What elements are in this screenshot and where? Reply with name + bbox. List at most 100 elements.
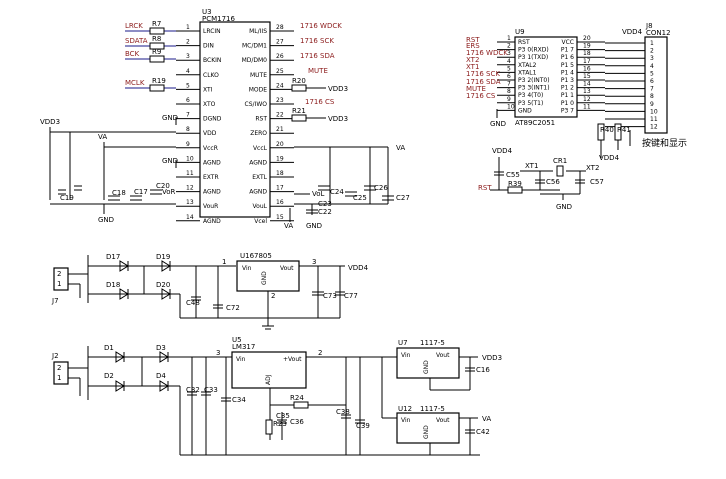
- cap-c77: C77: [344, 292, 358, 300]
- u3-pin-num-7: 7: [186, 112, 190, 119]
- ps2-reg3-ref: U12: [398, 405, 412, 413]
- u9-net-5: 1716 SCK: [466, 70, 500, 78]
- cap-c39: C39: [356, 422, 370, 430]
- u9-pin-num-6: 6: [507, 73, 511, 80]
- u9-pin-num-20: 20: [583, 35, 591, 42]
- res-r9: R9: [152, 48, 161, 56]
- u9-pin-num-2: 2: [507, 43, 511, 50]
- u3-pin-name-8: VDD: [203, 130, 217, 137]
- osc-cr1: CR1: [553, 157, 567, 165]
- u3-pin-name-22: RST: [255, 116, 267, 123]
- u9-pin-num-19: 19: [583, 43, 591, 50]
- res-r20: R20: [292, 77, 306, 85]
- osc-xt1: XT1: [525, 162, 538, 170]
- u9-pin-num-13: 13: [583, 88, 591, 95]
- u3-pin-name-20: VccL: [253, 145, 268, 152]
- j8-pin-5: 5: [650, 70, 654, 77]
- analog-gnd-left: GND: [98, 216, 114, 224]
- u9-pin-num-3: 3: [507, 50, 511, 57]
- u3-pin-name-27: MC/DM1: [242, 43, 267, 50]
- j8-pin-4: 4: [650, 63, 654, 70]
- cap-c72: C72: [226, 304, 240, 312]
- ps1-out: VDD4: [348, 264, 369, 272]
- u9-pin-num-5: 5: [507, 65, 511, 72]
- res-r7: R7: [152, 20, 161, 28]
- j8-pin-9: 9: [650, 101, 654, 108]
- u3-pin-num-26: 26: [276, 53, 284, 60]
- u3-pin-name-3: BCKIN: [203, 57, 221, 64]
- cap-c22: C22: [318, 208, 332, 216]
- j8-pin-6: 6: [650, 78, 654, 85]
- u3-pin-name-1: LRCIN: [203, 28, 221, 35]
- u3-pin-num-12: 12: [186, 185, 194, 192]
- cap-c34: C34: [232, 396, 246, 404]
- ps2-reg-adj: ADJ: [265, 374, 272, 385]
- u9-net-7: MUTE: [466, 85, 486, 93]
- osc-vdd4: VDD4: [599, 154, 620, 162]
- cap-c36: C36: [290, 418, 304, 426]
- diode-d18: D18: [106, 281, 120, 289]
- u3-rst-vdd3: VDD3: [328, 115, 348, 123]
- diode-d1: D1: [104, 344, 114, 352]
- ps2-out-vdd3: VDD3: [482, 354, 502, 362]
- diode-d3: D3: [156, 344, 166, 352]
- ps1-pin1: 1: [222, 258, 226, 266]
- analog-vol: VoL: [312, 190, 325, 198]
- ps2-reg2-ref: U7: [398, 339, 408, 347]
- u9-pin-name-17: P1 5: [561, 62, 574, 69]
- diode-d4: D4: [156, 372, 166, 380]
- ps1-reg-gnd: GND: [261, 271, 268, 285]
- u3-analog-network: VDD3 VA C19 C18 C17 C20 VoR GND VA VoL C…: [40, 118, 410, 230]
- u3-pin-num-4: 4: [186, 68, 190, 75]
- u3-pin-num-3: 3: [186, 53, 190, 60]
- u3-pin-name-11: EXTR: [203, 174, 219, 181]
- u3-pin-name-18: EXTL: [252, 174, 267, 181]
- u3-left-pins: 1LRCIN2DIN3BCKIN4CLKO5XTI6XTO7DGND8VDD9V…: [176, 24, 222, 225]
- u3-pin-name-16: VouL: [253, 203, 268, 210]
- cap-c57: C57: [590, 178, 604, 186]
- u9-pin-num-11: 11: [583, 103, 591, 110]
- u3-pin-num-2: 2: [186, 39, 190, 46]
- u9-pin-name-18: P1 6: [561, 54, 574, 61]
- j8-pin-10: 10: [650, 108, 658, 115]
- u9-net-8: 1716 CS: [466, 92, 496, 100]
- analog-va-bottom: VA: [284, 222, 293, 230]
- u3-pin-num-17: 17: [276, 185, 284, 192]
- res-r19: R19: [152, 77, 166, 85]
- ps2-pin2: 2: [318, 349, 322, 357]
- ps2-reg-part: LM317: [232, 343, 255, 351]
- u9-net-4: XT1: [466, 63, 479, 71]
- u3-pin-name-12: AGND: [203, 189, 221, 196]
- u3-pin-num-15: 15: [276, 214, 284, 221]
- ps2-reg-vin: Vin: [236, 356, 246, 363]
- ps2-reg3-part: 1117-5: [420, 405, 445, 413]
- u3-pin-num-20: 20: [276, 141, 284, 148]
- u9-pin-name-6: P3 2(INT0): [518, 77, 550, 84]
- j8-pin-2: 2: [650, 48, 654, 55]
- u3-pin-name-6: XTO: [203, 101, 216, 108]
- net-lrck: LRCK: [125, 22, 143, 30]
- cap-c56: C56: [546, 178, 560, 186]
- u3-pin-name-23: CS/IWO: [245, 101, 268, 108]
- u9-pin-name-3: P3 1(TXD): [518, 54, 548, 61]
- cap-c25: C25: [353, 194, 367, 202]
- osc-rst: RST: [478, 184, 492, 192]
- cap-c20: C20: [156, 182, 170, 190]
- j8-pin-7: 7: [650, 86, 654, 93]
- diode-d20: D20: [156, 281, 170, 289]
- u3-pin-name-25: MUTE: [250, 72, 267, 79]
- ps2-reg3-vout: Vout: [436, 417, 450, 424]
- u3-pin-num-25: 25: [276, 68, 284, 75]
- u3-pin-num-8: 8: [186, 126, 190, 133]
- j8-note: 按键和显示: [642, 137, 687, 149]
- u3-pin-num-5: 5: [186, 82, 190, 89]
- u3-ref: U3: [202, 8, 212, 16]
- res-r23: R23: [273, 420, 287, 428]
- u3-pin-name-15: Vcel: [254, 218, 267, 225]
- cap-c73: C73: [323, 292, 337, 300]
- u3-pin-name-14: AGND: [203, 218, 221, 225]
